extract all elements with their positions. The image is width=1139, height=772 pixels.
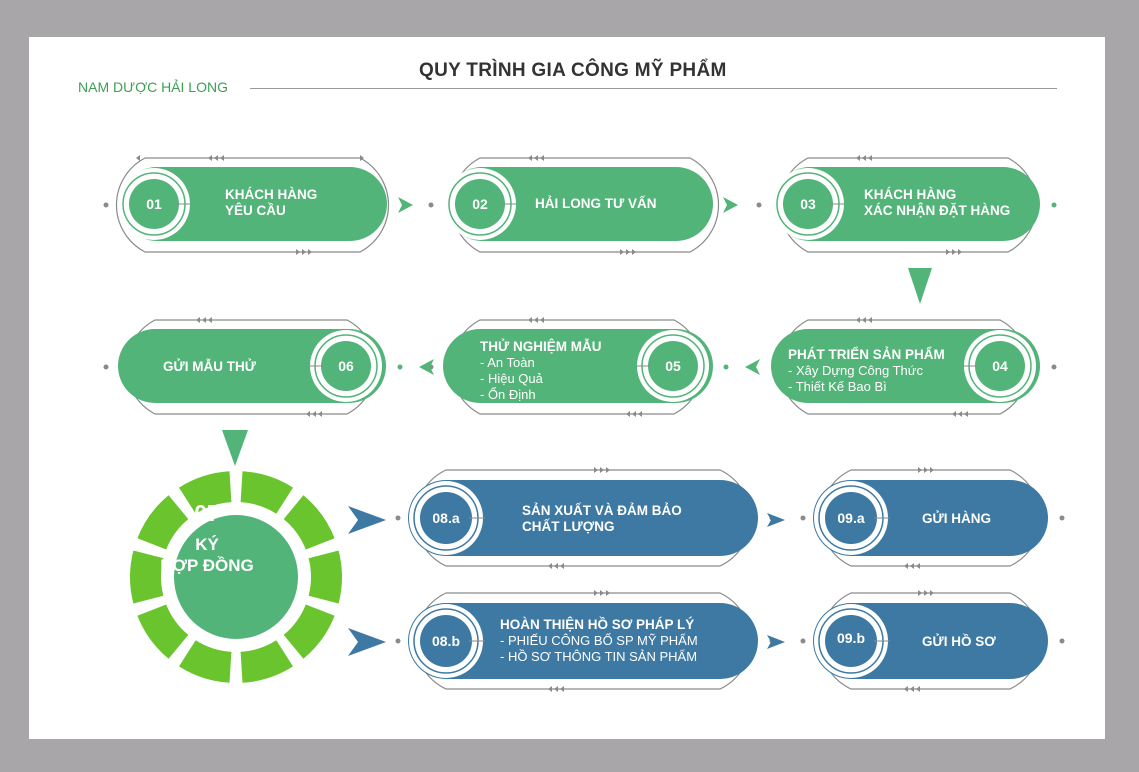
step-03-label: KHÁCH HÀNG XÁC NHẬN ĐẶT HÀNG	[864, 187, 1010, 219]
step-05-line1: THỬ NGHIỆM MẪU	[480, 339, 602, 354]
step-07-node	[130, 471, 342, 683]
step-01-line1: KHÁCH HÀNG	[225, 187, 318, 202]
step-08a-label: SẢN XUẤT VÀ ĐẢM BẢO CHẤT LƯỢNG	[522, 503, 682, 535]
step-09a-label: GỬI HÀNG	[922, 511, 991, 526]
arrow-01-02	[398, 197, 413, 213]
step-08b-line2: - PHIẾU CÔNG BỐ SP MỸ PHẨM	[500, 633, 698, 648]
step-06-number: 06	[338, 358, 354, 374]
step-08a-node	[395, 469, 775, 567]
step-05-node	[428, 319, 729, 415]
gear-segment	[137, 604, 189, 659]
step-08a-line2: CHẤT LƯỢNG	[522, 519, 615, 534]
step-05-line3: - Hiệu Quả	[480, 371, 543, 386]
step-09b-label: GỬI HỒ SƠ	[922, 634, 996, 649]
step-03-number: 03	[800, 196, 816, 212]
title-rule	[250, 88, 1057, 89]
step-09b-node	[800, 592, 1065, 690]
gear-segment	[283, 495, 335, 550]
step-04-label: PHÁT TRIỂN SẢN PHẨM - Xây Dựng Công Thức…	[788, 347, 945, 395]
step-07-number: 07	[194, 500, 220, 526]
step-07-line1: KÝ	[195, 535, 219, 554]
step-03-line2: XÁC NHẬN ĐẶT HÀNG	[864, 203, 1011, 218]
step-01-node	[103, 157, 390, 253]
step-04-node	[771, 319, 1057, 415]
step-04-line2: - Xây Dựng Công Thức	[788, 363, 923, 378]
step-02-node	[428, 157, 720, 253]
step-08b-line1: HOÀN THIỆN HỒ SƠ PHÁP LÝ	[500, 617, 695, 632]
step-08b-label: HOÀN THIỆN HỒ SƠ PHÁP LÝ - PHIẾU CÔNG BỐ…	[500, 617, 698, 665]
step-08a-number: 08.a	[432, 510, 460, 526]
step-08b-number: 08.b	[431, 633, 460, 649]
arrow-07-08b	[348, 628, 386, 656]
step-05-line4: - Ổn Định	[480, 387, 536, 402]
step-04-number: 04	[992, 358, 1008, 374]
step-09a-number: 09.a	[837, 510, 865, 526]
step-05-label: THỬ NGHIỆM MẪU - An Toàn - Hiệu Quả - Ổn…	[480, 339, 601, 403]
step-06-label: GỬI MẪU THỬ	[163, 359, 256, 374]
arrow-05-06	[419, 359, 434, 375]
arrow-06-07	[222, 430, 248, 466]
gear-segment	[240, 640, 293, 683]
gear-segment	[308, 550, 342, 604]
step-05-number: 05	[665, 358, 681, 374]
arrow-08b-09b	[767, 635, 785, 649]
step-08b-line3: - HỒ SƠ THÔNG TIN SẢN PHẨM	[500, 649, 698, 664]
step-08b-node	[395, 592, 775, 690]
arrow-02-03	[723, 197, 738, 213]
step-01-number: 01	[146, 196, 162, 212]
gear-segment	[130, 550, 164, 604]
step-01-line2: YÊU CẦU	[225, 203, 286, 218]
step-09b-number: 09.b	[836, 630, 865, 646]
step-02-label: HẢI LONG TƯ VẤN	[535, 196, 657, 211]
diagram-title: QUY TRÌNH GIA CÔNG MỸ PHẨM	[419, 60, 727, 81]
gear-segment	[179, 640, 232, 683]
arrow-07-08a	[348, 506, 386, 534]
step-07-label: KÝ HỢP ĐỒNG	[137, 534, 277, 576]
step-02-number: 02	[472, 196, 488, 212]
step-03-line1: KHÁCH HÀNG	[864, 187, 957, 202]
brand-name: NAM DƯỢC HẢI LONG	[78, 79, 228, 95]
step-03-node	[756, 157, 1057, 253]
step-04-line1: PHÁT TRIỂN SẢN PHẨM	[788, 347, 945, 362]
step-04-line3: - Thiết Kế Bao Bì	[788, 379, 887, 394]
arrow-03-04	[908, 268, 932, 304]
step-05-line2: - An Toàn	[480, 355, 535, 370]
gear-segment	[137, 495, 189, 550]
gear-segment	[240, 471, 293, 514]
gear-segment	[179, 471, 232, 514]
arrow-04-05	[745, 359, 760, 375]
step-01-label: KHÁCH HÀNG YÊU CẦU	[225, 187, 317, 219]
step-07-center	[174, 515, 298, 639]
gear-segment	[283, 604, 335, 659]
step-08a-line1: SẢN XUẤT VÀ ĐẢM BẢO	[522, 503, 682, 518]
step-09a-node	[800, 469, 1065, 567]
step-07-line2: HỢP ĐỒNG	[160, 556, 254, 575]
step-06-node	[103, 319, 403, 415]
arrow-08a-09a	[767, 513, 785, 527]
